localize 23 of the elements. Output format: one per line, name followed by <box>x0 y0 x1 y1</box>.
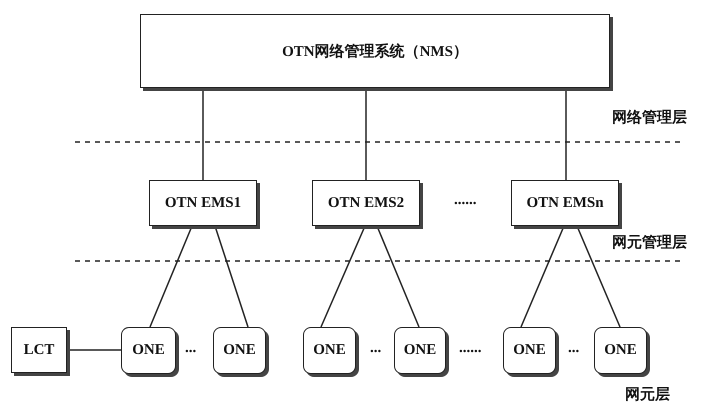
network-element-box: ONE <box>213 327 266 374</box>
terminal-box: LCT <box>11 327 67 373</box>
ellipsis: ... <box>370 340 382 357</box>
ellipsis: ... <box>185 340 196 357</box>
server-box: OTN EMS1 <box>149 180 257 226</box>
network-element-box: ONE <box>594 327 647 374</box>
server-box: OTN EMS2 <box>312 180 420 226</box>
ellipsis: ...... <box>454 192 476 209</box>
connector-line <box>565 88 567 180</box>
layer-label: 网元管理层 <box>612 234 687 252</box>
ellipsis: ...... <box>459 340 482 357</box>
connector-line <box>365 88 367 180</box>
connector-line <box>202 88 204 180</box>
network-element-box: ONE <box>503 327 556 374</box>
connector-line <box>67 349 121 351</box>
ellipsis: ... <box>568 340 580 357</box>
system-box: OTN网络管理系统（NMS） <box>140 14 610 88</box>
server-box: OTN EMSn <box>511 180 619 226</box>
network-element-box: ONE <box>121 327 176 374</box>
layer-label: 网元层 <box>625 386 670 404</box>
network-element-box: ONE <box>303 327 356 374</box>
network-element-box: ONE <box>394 327 446 374</box>
layer-label: 网络管理层 <box>612 108 687 127</box>
